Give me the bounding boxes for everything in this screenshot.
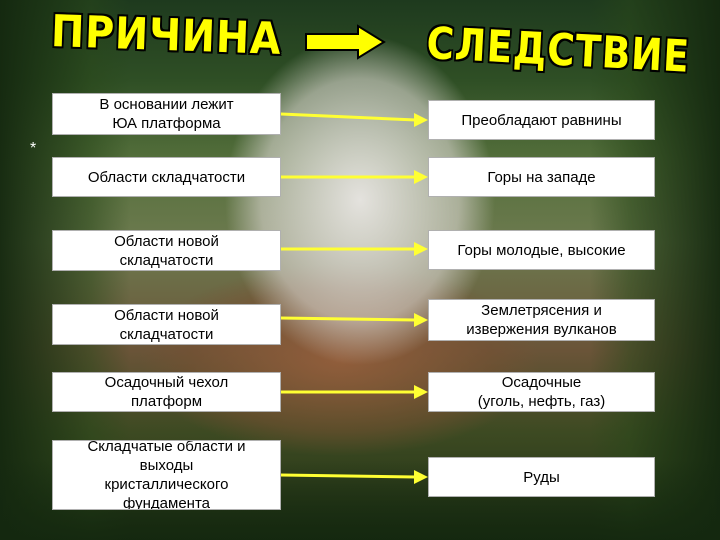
effect-box-2: Горы на западе (428, 157, 655, 197)
arrow-4 (280, 316, 417, 322)
arrow-1-head (414, 113, 428, 127)
arrow-6-head (414, 470, 428, 484)
effect-box-6: Руды (428, 457, 655, 497)
arrow-5-head (414, 385, 428, 399)
header-arrow-icon (305, 24, 386, 60)
asterisk-marker: * (30, 140, 37, 157)
cause-box-4: Области новой складчатости (52, 304, 281, 345)
arrow-4-head (414, 313, 428, 327)
arrow-1 (280, 112, 417, 122)
cause-box-2: Области складчатости (52, 157, 281, 197)
cause-box-5: Осадочный чехол платформ (52, 372, 281, 412)
forest-right (590, 0, 720, 540)
cause-box-1: В основании лежит ЮА платформа (52, 93, 281, 135)
arrow-6 (280, 473, 417, 479)
cause-box-6: Складчатые области и выходы кристалличес… (52, 440, 281, 510)
effect-box-3: Горы молодые, высокие (428, 230, 655, 270)
cause-box-3: Области новой складчатости (52, 230, 281, 271)
effect-box-5: Осадочные (уголь, нефть, газ) (428, 372, 655, 412)
arrow-2-head (414, 170, 428, 184)
arrow-3-head (414, 242, 428, 256)
effect-box-1: Преобладают равнины (428, 100, 655, 140)
effect-box-4: Землетрясения и извержения вулканов (428, 299, 655, 341)
